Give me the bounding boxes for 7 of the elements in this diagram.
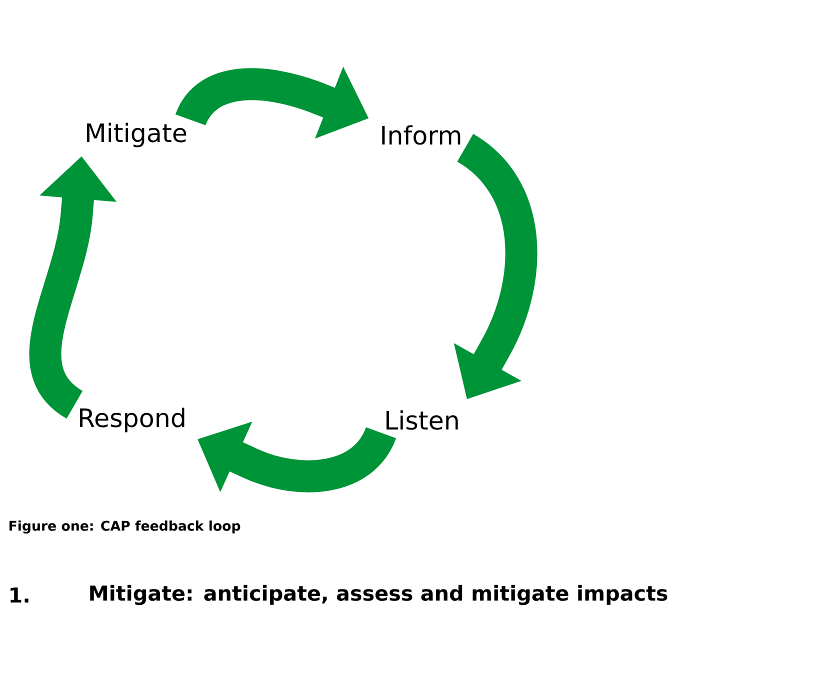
figure-caption: Figure one: CAP feedback loop [10,520,240,534]
section-heading: Mitigate: anticipate, assess and mitigate impacts [90,584,668,606]
step-label: Listen [386,410,458,430]
step-label: Mitigate [87,122,186,148]
step-label: Respond [80,408,184,432]
section-heading: 1. [10,587,28,603]
step-label: Inform [382,125,460,145]
